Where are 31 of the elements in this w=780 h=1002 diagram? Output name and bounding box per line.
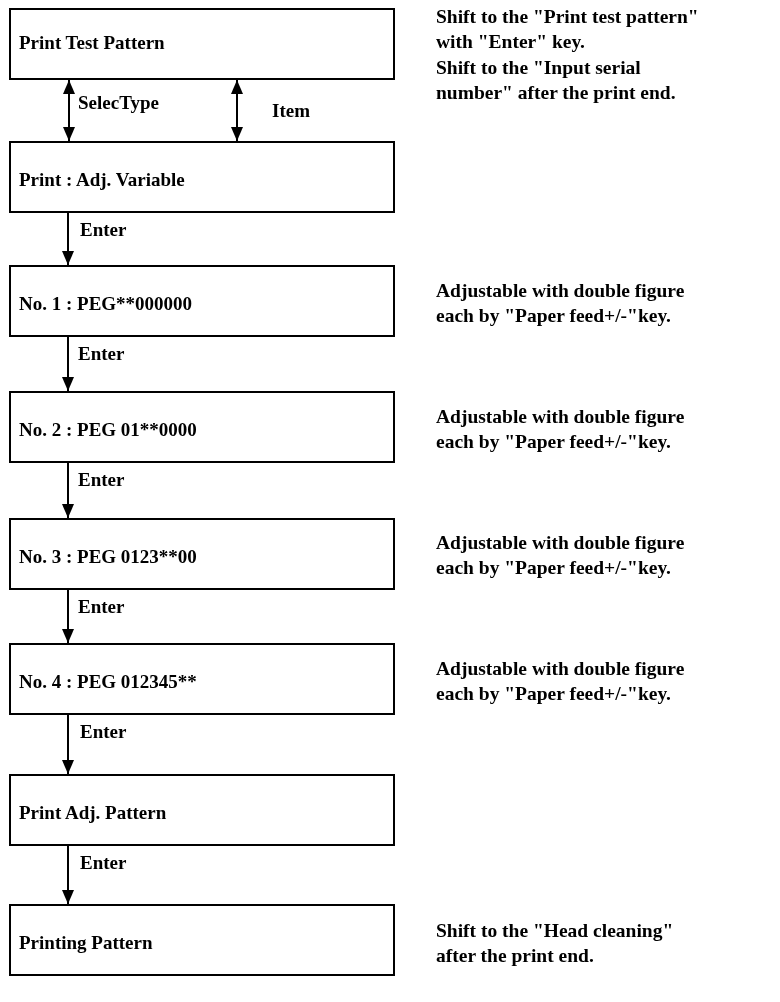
process-box: [9, 904, 395, 976]
arrow: [62, 845, 74, 905]
box-label: Print Adj. Pattern: [19, 802, 168, 824]
process-box: [9, 518, 395, 590]
process-box: [9, 643, 395, 715]
arrow: [62, 462, 74, 519]
arrow: [62, 589, 74, 644]
note-text: Adjustable with double figure each by "Paper feed+/-"key.: [436, 657, 686, 707]
process-box: [9, 141, 395, 213]
arrow: [62, 212, 74, 266]
box-label: Print : Adj. Variable: [19, 169, 186, 191]
arrow: [63, 79, 75, 142]
note-text: Adjustable with double figure each by "Paper feed+/-"key.: [436, 531, 686, 581]
box-label: Printing Pattern: [19, 932, 154, 954]
note-text: Shift to the "Print test pattern" with "Enter" key.: [436, 5, 700, 55]
note-text: Adjustable with double figure each by "Paper feed+/-"key.: [436, 405, 686, 455]
box-label: Print Test Pattern: [19, 32, 166, 54]
box-label: No. 2 : PEG 01**0000: [19, 419, 198, 441]
arrow: [62, 336, 74, 392]
process-box: [9, 391, 395, 463]
arrow: [62, 714, 74, 775]
arrow: [231, 79, 243, 142]
box-label: No. 1 : PEG**000000: [19, 293, 194, 315]
box-label: No. 3 : PEG 0123**00: [19, 546, 198, 568]
note-text: Shift to the "Head cleaning" after the print end.: [436, 919, 675, 969]
process-box: [9, 265, 395, 337]
process-box: [9, 8, 395, 80]
note-text: Shift to the "Input serial number" after the print end.: [436, 55, 677, 106]
box-label: No. 4 : PEG 012345**: [19, 671, 198, 693]
process-box: [9, 774, 395, 846]
note-text: Adjustable with double figure each by "Paper feed+/-"key.: [436, 279, 686, 329]
